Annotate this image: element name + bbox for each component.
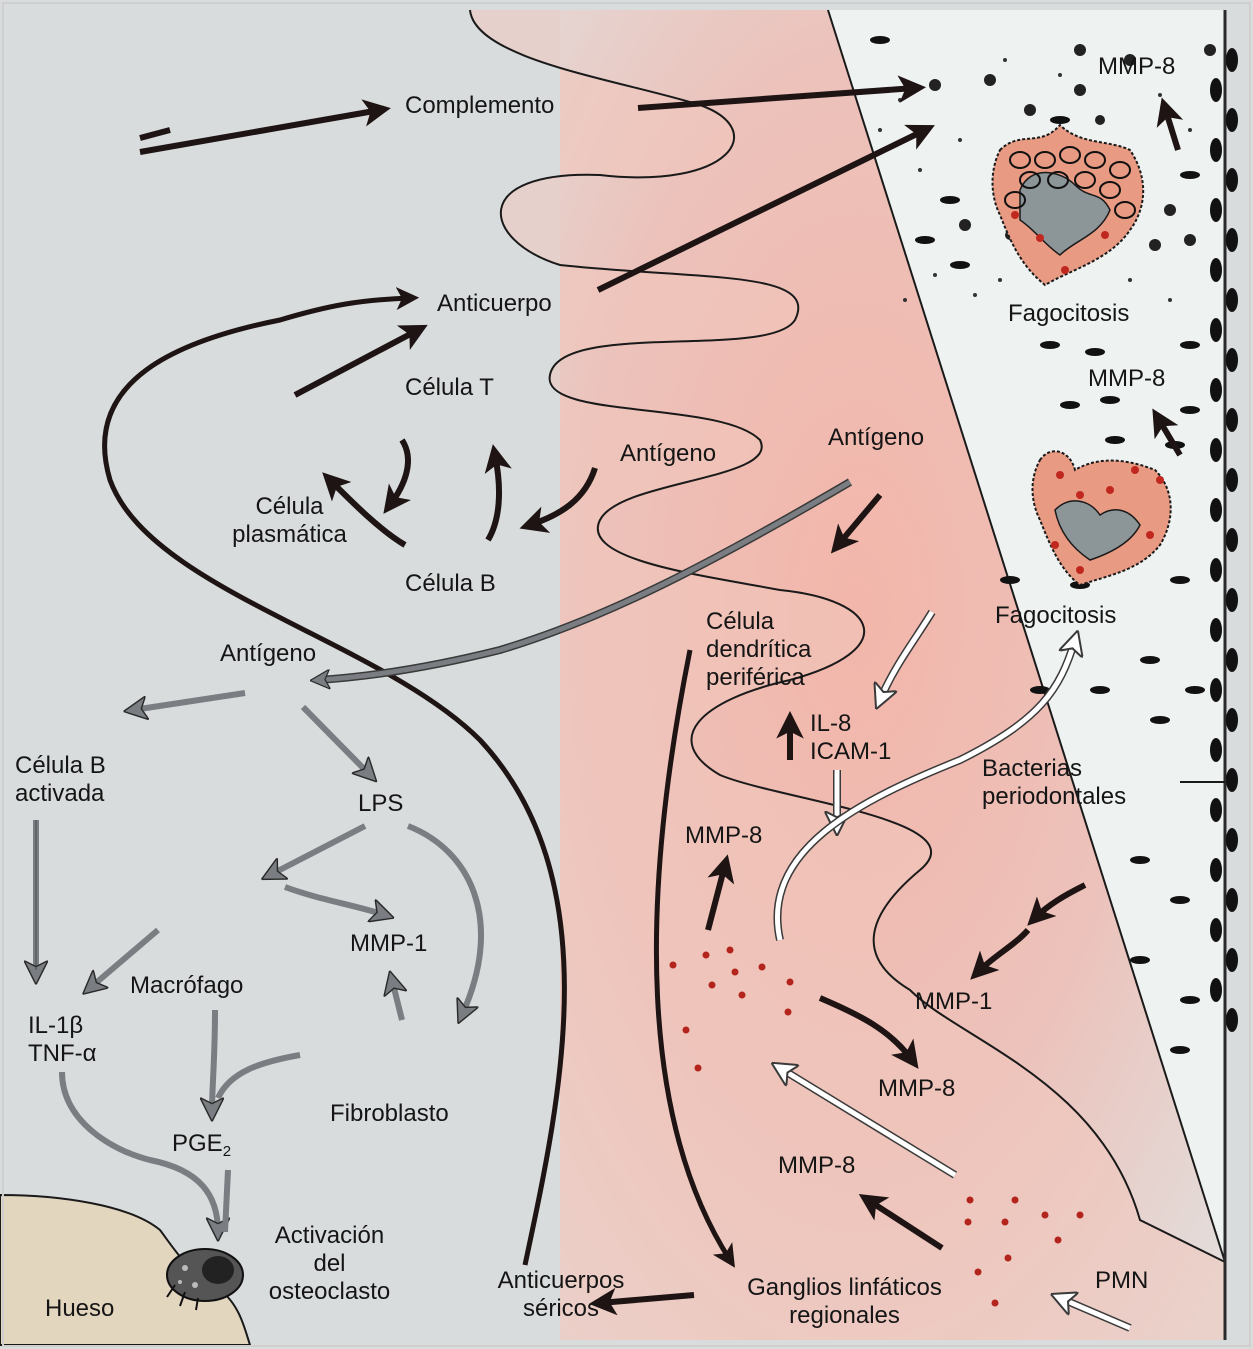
label-mmp8-mid: MMP-8: [1088, 365, 1165, 393]
label-fagocitosis-top: Fagocitosis: [1008, 300, 1129, 328]
label-mmp8-center: MMP-8: [685, 822, 762, 850]
label-fagocitosis-mid: Fagocitosis: [995, 602, 1116, 630]
label-bacterias-periodontales: Bacterias periodontales: [982, 755, 1126, 811]
label-complemento: Complemento: [405, 92, 554, 120]
label-celula-plasmatica-line2: plasmática: [207, 521, 372, 549]
label-celula-dendritica: Célula dendrítica periférica: [706, 608, 811, 692]
label-celula-dendritica-line3: periférica: [706, 664, 811, 692]
label-activacion-line1: Activación: [262, 1222, 397, 1250]
label-antigeno-right: Antígeno: [828, 424, 924, 452]
label-anticuerpos-sericos: Anticuerpos séricos: [487, 1267, 635, 1323]
label-ganglios-line2: regionales: [712, 1302, 977, 1330]
label-celula-plasmatica: Célula plasmática: [207, 493, 372, 549]
label-mmp8-lower: MMP-8: [878, 1075, 955, 1103]
label-macrofago: Macrófago: [130, 972, 243, 1000]
label-anticuerpos-sericos-line1: Anticuerpos: [487, 1267, 635, 1295]
label-lps: LPS: [358, 790, 403, 818]
label-anticuerpo: Anticuerpo: [437, 290, 552, 318]
label-bacterias-line2: periodontales: [982, 783, 1126, 811]
label-antigeno-left: Antígeno: [220, 640, 316, 668]
label-mmp8-bottom: MMP-8: [778, 1152, 855, 1180]
label-activacion-osteoclasto: Activación del osteoclasto: [262, 1222, 397, 1306]
label-ganglios-line1: Ganglios linfáticos: [712, 1274, 977, 1302]
label-celula-dendritica-line1: Célula: [706, 608, 811, 636]
label-celula-b-activada-line2: activada: [15, 780, 106, 808]
label-icam1: ICAM-1: [810, 738, 891, 766]
label-celula-dendritica-line2: dendrítica: [706, 636, 811, 664]
label-il1b: IL-1β: [28, 1012, 83, 1040]
label-celula-plasmatica-line1: Célula: [207, 493, 372, 521]
label-celula-b-activada-line1: Célula B: [15, 752, 106, 780]
label-celula-b: Célula B: [405, 570, 496, 598]
label-il8: IL-8: [810, 710, 851, 738]
label-pmn: PMN: [1095, 1267, 1148, 1295]
label-activacion-line2: del: [262, 1250, 397, 1278]
label-antigeno-center: Antígeno: [620, 440, 716, 468]
label-mmp1-right: MMP-1: [915, 988, 992, 1016]
label-pge2: PGE2: [172, 1130, 231, 1166]
label-celula-b-activada: Célula B activada: [15, 752, 106, 808]
label-anticuerpos-sericos-line2: séricos: [487, 1295, 635, 1323]
label-fibroblasto: Fibroblasto: [330, 1100, 449, 1128]
label-celula-t: Célula T: [405, 374, 494, 402]
label-tnfa: TNF-α: [28, 1040, 97, 1068]
label-ganglios-linfaticos: Ganglios linfáticos regionales: [712, 1274, 977, 1330]
label-mmp8-top: MMP-8: [1098, 53, 1175, 81]
label-bacterias-line1: Bacterias: [982, 755, 1126, 783]
label-mmp1-left: MMP-1: [350, 930, 427, 958]
label-activacion-line3: osteoclasto: [262, 1278, 397, 1306]
label-pge-base: PGE: [172, 1130, 223, 1157]
label-hueso: Hueso: [45, 1295, 114, 1323]
label-pge-subscript: 2: [223, 1143, 231, 1160]
